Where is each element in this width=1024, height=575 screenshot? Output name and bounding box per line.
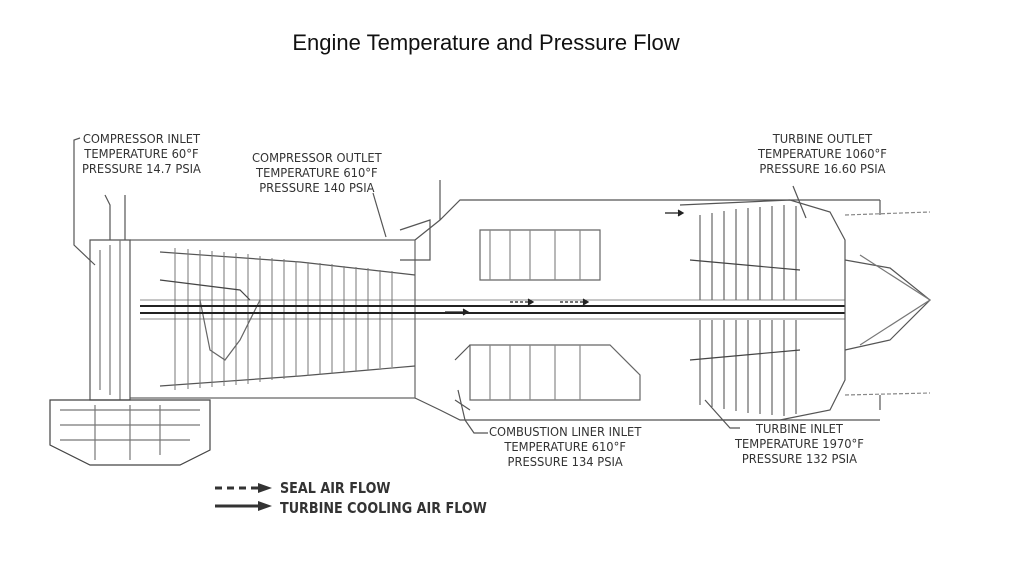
callout-temperature: TEMPERATURE 1970°F xyxy=(735,436,864,451)
callout-compressor-outlet: COMPRESSOR OUTLET TEMPERATURE 610°F PRES… xyxy=(252,150,382,195)
callout-temperature: TEMPERATURE 60°F xyxy=(84,146,199,161)
callout-temperature: TEMPERATURE 1060°F xyxy=(758,146,887,161)
diffuser-section xyxy=(399,180,880,421)
callout-combustion-liner-inlet: COMBUSTION LINER INLET TEMPERATURE 610°F… xyxy=(489,424,641,469)
callout-temperature: TEMPERATURE 610°F xyxy=(504,439,626,454)
diagram-title: Engine Temperature and Pressure Flow xyxy=(0,30,1024,56)
callout-turbine-outlet: TURBINE OUTLET TEMPERATURE 1060°F PRESSU… xyxy=(758,131,887,176)
callout-name: COMPRESSOR OUTLET xyxy=(252,150,382,165)
accessory-gearbox xyxy=(49,399,211,466)
callout-name: TURBINE OUTLET xyxy=(772,131,873,146)
callout-turbine-inlet: TURBINE INLET TEMPERATURE 1970°F PRESSUR… xyxy=(735,421,864,466)
leader-compressor-inlet xyxy=(73,137,96,266)
main-shaft xyxy=(140,299,845,320)
leader-turbine-inlet xyxy=(704,399,740,429)
callout-name: TURBINE INLET xyxy=(755,421,843,436)
combustion-section xyxy=(454,229,641,411)
legend-seal-air-flow: SEAL AIR FLOW xyxy=(280,479,391,497)
exhaust-section xyxy=(844,200,932,410)
callout-pressure: PRESSURE 16.60 PSIA xyxy=(759,161,886,176)
callout-pressure: PRESSURE 14.7 PSIA xyxy=(82,161,201,176)
callout-pressure: PRESSURE 132 PSIA xyxy=(741,451,858,466)
callout-compressor-inlet: COMPRESSOR INLET TEMPERATURE 60°F PRESSU… xyxy=(82,131,201,176)
callout-name: COMPRESSOR INLET xyxy=(82,131,201,146)
callout-pressure: PRESSURE 140 PSIA xyxy=(259,180,375,195)
callout-temperature: TEMPERATURE 610°F xyxy=(256,165,378,180)
leader-combustion-liner xyxy=(457,389,488,434)
leader-turbine-outlet xyxy=(792,185,807,219)
legend: SEAL AIR FLOW TURBINE COOLING AIR FLOW xyxy=(280,478,487,518)
callout-pressure: PRESSURE 134 PSIA xyxy=(507,454,623,469)
inlet-housing xyxy=(89,194,131,401)
callout-name: COMBUSTION LINER INLET xyxy=(489,424,642,439)
leader-compressor-outlet xyxy=(372,192,387,238)
legend-arrows xyxy=(215,483,272,511)
diagram-title-text: Engine Temperature and Pressure Flow xyxy=(292,30,680,55)
turbine-section xyxy=(679,199,846,421)
internal-flow-arrows xyxy=(445,209,685,316)
legend-turbine-cooling-air-flow: TURBINE COOLING AIR FLOW xyxy=(280,499,487,517)
